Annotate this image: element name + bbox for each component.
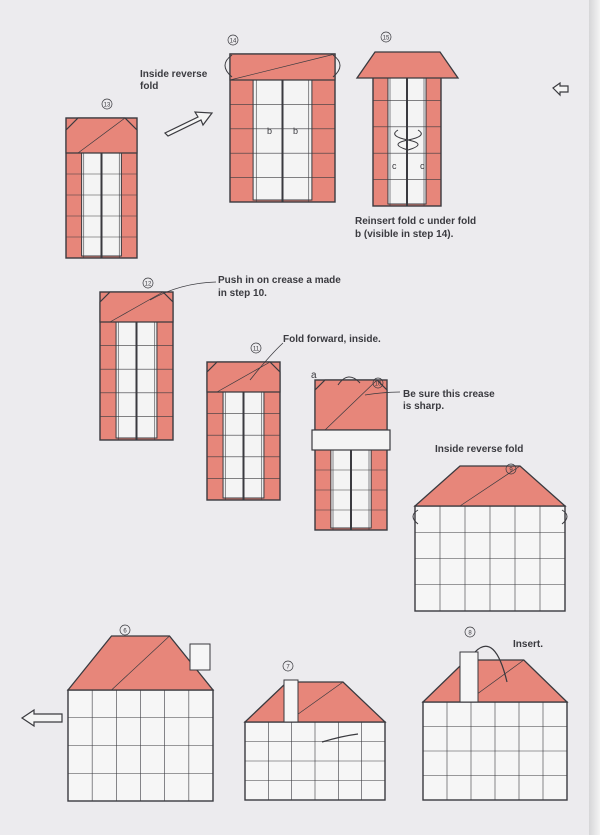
fold-b-left: b [267,126,273,136]
page-edge [589,0,600,835]
start-arrow-icon [20,708,63,728]
reinsert-arrow-right [397,129,422,151]
step-7-flap [283,679,299,723]
step-number-circle [227,34,239,46]
step-number-14: 14 [230,39,237,45]
step-number-circle [142,277,154,289]
step-number-15: 15 [383,36,390,42]
step-number-8: 8 [468,631,472,637]
step-number-circle [464,626,476,638]
step-10-diagonal-crease [324,379,378,431]
fold-c-right: c [420,161,425,171]
step-9-roof-crease [459,465,521,507]
caption-step10-line2: is sharp. [403,401,445,412]
leader-line [149,281,217,301]
caption-step8: Insert. [513,639,544,650]
caption-step12-line2: in step 10. [218,288,267,299]
fold-arrow [337,376,361,386]
fold-c-left: c [392,161,397,171]
step-number-circle [101,98,113,110]
leader-line [249,342,284,381]
step-number-11: 11 [253,347,260,353]
step-number-circle [505,463,517,475]
caption-step12-line1: Push in on crease a made [218,275,341,286]
step-10-white-band [311,429,391,451]
step-number-circle [119,624,131,636]
step-number-12: 12 [145,282,152,288]
step-13-diagonal-crease [77,117,126,154]
caption-step9: Inside reverse fold [435,444,524,455]
fold-b-right: b [293,126,299,136]
reverse-fold-arrow-right [561,509,568,525]
reverse-fold-arrow-right [332,54,341,78]
step-number-circle [372,377,384,389]
step-15-hat-flap [355,51,460,79]
step-12-diagonal-crease [109,291,164,323]
caption-step15-line2: b (visible in step 14). [355,229,454,240]
caption-step10-line1: Be sure this crease [403,389,495,400]
step-number-circle [380,31,392,43]
next-step-arrow [163,111,214,137]
step-6-flap [189,643,211,671]
step-number-13: 13 [104,103,111,109]
caption-step11: Fold forward, inside. [283,334,381,345]
step-number-6: 6 [123,629,127,635]
step-number-9: 9 [509,468,513,474]
step-number-10: 10 [375,382,382,388]
step-8-flap [459,651,479,703]
step-6-roof-crease [111,635,170,691]
leader-line [364,391,401,396]
step-number-circle [250,342,262,354]
step-number-circle [282,660,294,672]
step-number-7: 7 [286,665,290,671]
reverse-fold-arrow-left [224,54,233,78]
reverse-fold-arrow-left [412,509,419,525]
caption-step15-line1: Reinsert fold c under fold [355,216,477,227]
fold-arrow [321,733,359,743]
step-14-diagonal-crease [229,53,336,81]
insert-arrow [474,645,508,683]
continue-arrow-icon [552,81,569,97]
caption-step14: Inside reverse fold [140,69,208,92]
crease-a-marker: a [311,370,317,381]
